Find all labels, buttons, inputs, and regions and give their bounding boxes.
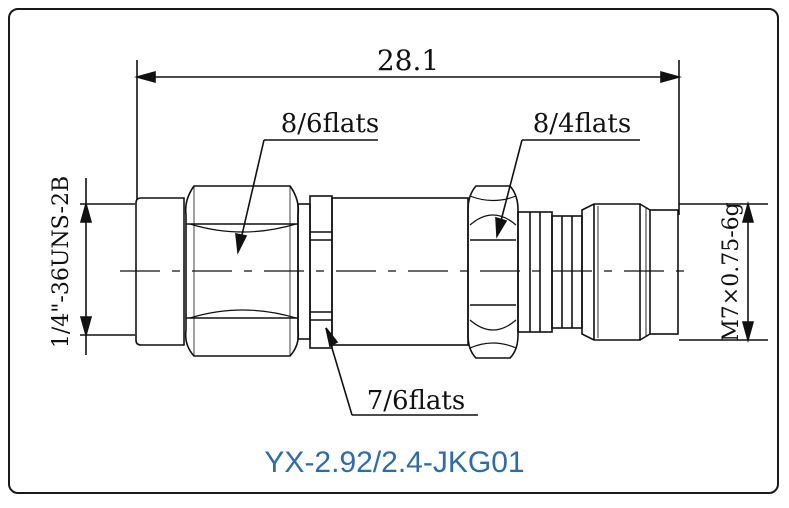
right-thread-label: M7×0.75-6g (719, 202, 744, 341)
left-hex-flats-label: 8/6flats (281, 109, 379, 139)
middle-nut (309, 195, 333, 349)
part-number: YX-2.92/2.4-JKG01 (264, 446, 525, 479)
overall-length-label: 28.1 (377, 44, 439, 77)
threaded-end (581, 203, 641, 341)
right-hex-flats-label: 8/4flats (533, 109, 631, 139)
middle-nut-flats-label: 7/6flats (367, 386, 465, 416)
left-plug-body (135, 197, 185, 346)
right-hex-nut (467, 185, 519, 359)
left-thread-label: 1/4"-36UNS-2B (49, 176, 74, 348)
